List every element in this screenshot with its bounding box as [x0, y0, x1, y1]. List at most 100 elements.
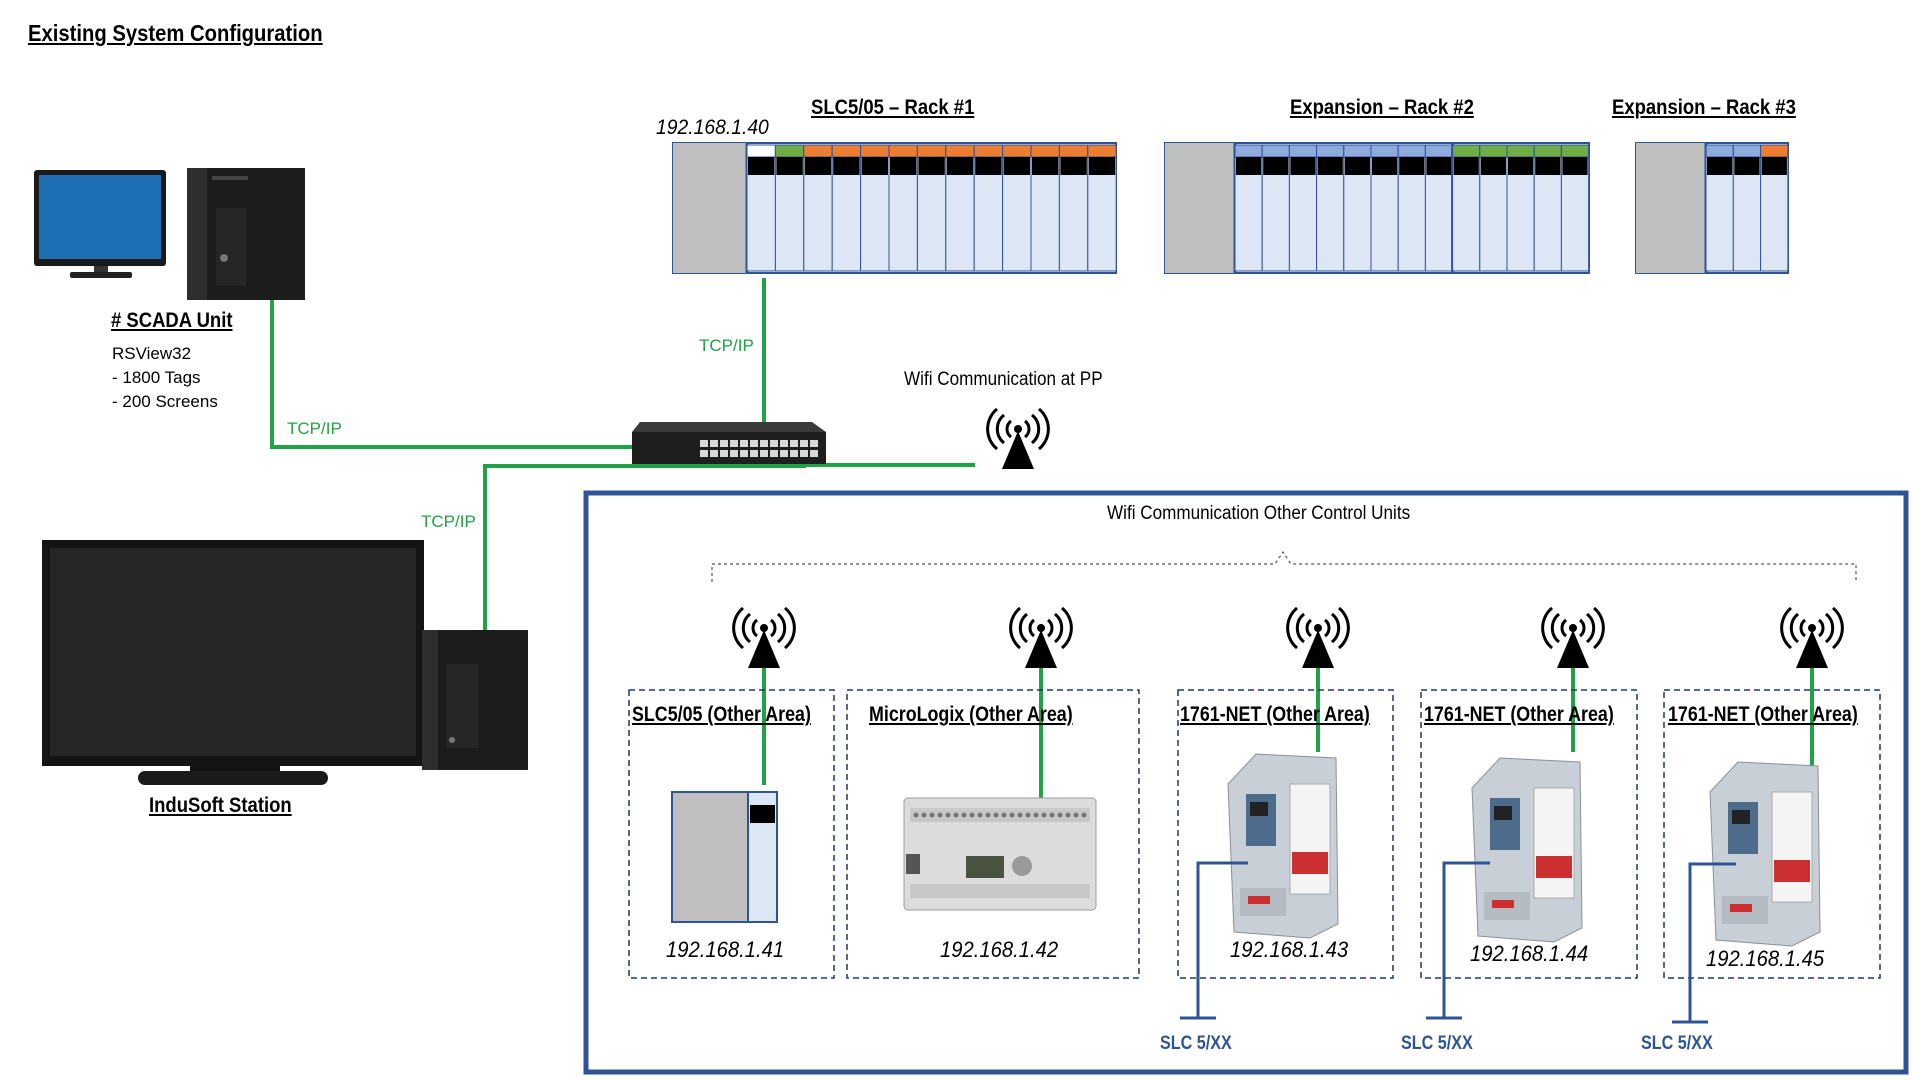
r1slots-slot — [916, 144, 947, 272]
switch-port — [780, 450, 788, 457]
terminal-screw — [969, 812, 975, 818]
terminal-screw — [1081, 812, 1087, 818]
r1slots-slot — [888, 144, 918, 272]
rack-1-label: SLC5/05 – Rack #1 — [811, 96, 975, 119]
scada-monitor-icon — [34, 170, 166, 278]
r3slots-slot — [1760, 144, 1789, 272]
wifi-other-label: Wifi Communication Other Control Units — [1107, 503, 1411, 524]
r2slots-slot — [1370, 144, 1399, 272]
scada-tower-icon — [187, 168, 305, 300]
terminal-screw — [993, 812, 999, 818]
r1slots-slot — [1058, 144, 1089, 272]
slc-link-label-3: SLC 5/XX — [1641, 1033, 1713, 1054]
switch-port — [750, 450, 758, 457]
terminal-screw — [1001, 812, 1007, 818]
slc505-module-icon — [671, 791, 778, 923]
wifi-antenna-unit-3-icon — [1286, 606, 1350, 670]
wifi-antenna-unit-4-icon — [1541, 606, 1605, 670]
terminal-screw — [961, 812, 967, 818]
terminal-screw — [985, 812, 991, 818]
switch-port — [780, 440, 788, 447]
unit-4-ip: 192.168.1.44 — [1470, 941, 1589, 966]
rack-1 — [672, 142, 1117, 274]
rack-3 — [1635, 142, 1789, 274]
r1slots-slot — [746, 144, 776, 272]
switch-port — [790, 440, 798, 447]
wifi-antenna-unit-5-icon — [1780, 606, 1844, 670]
unit-2-title: MicroLogix (Other Area) — [869, 703, 1073, 726]
terminal-screw — [1057, 812, 1063, 818]
unit-1-ip: 192.168.1.41 — [666, 937, 785, 962]
switch-port — [730, 450, 738, 457]
terminal-screw — [1033, 812, 1039, 818]
switch-port — [700, 440, 708, 447]
r2slots-slot — [1479, 144, 1508, 272]
page-title: Existing System Configuration — [28, 20, 323, 46]
net-1761-device-1-icon — [1227, 753, 1339, 939]
indusoft-station-title: InduSoft Station — [149, 794, 292, 817]
indusoft-tower-icon — [422, 630, 528, 770]
r1slots-slot — [945, 144, 975, 272]
terminal-screw — [977, 812, 983, 818]
switch-port — [730, 440, 738, 447]
indusoft-monitor-icon — [42, 540, 424, 785]
scada-screens: - 200 Screens — [112, 392, 218, 411]
unit-3-title: 1761-NET (Other Area) — [1180, 703, 1370, 726]
r2slots-slot — [1288, 144, 1318, 272]
scada-unit-title: # SCADA Unit — [111, 309, 233, 332]
r1slots-slot — [1087, 144, 1117, 272]
tcpip-label-indusoft: TCP/IP — [421, 512, 476, 531]
net-1761-device-3-icon — [1709, 761, 1821, 947]
switch-port — [790, 450, 798, 457]
terminal-screw — [929, 812, 935, 818]
terminal-screw — [945, 812, 951, 818]
r2slots-slot — [1316, 144, 1345, 272]
r2slots-slot — [1452, 144, 1481, 272]
r3slots-slot — [1705, 144, 1734, 272]
terminal-screw — [1041, 812, 1047, 818]
terminal-screw — [921, 812, 927, 818]
unit-3-ip: 192.168.1.43 — [1230, 937, 1349, 962]
r1slots-slot — [831, 144, 862, 272]
unit-5-title: 1761-NET (Other Area) — [1668, 703, 1858, 726]
unit-boxes — [628, 689, 1881, 979]
switch-port — [760, 440, 768, 447]
switch-port — [770, 450, 778, 457]
unit-5-ip: 192.168.1.45 — [1706, 946, 1825, 971]
switch-port — [800, 440, 808, 447]
terminal-screw — [1073, 812, 1079, 818]
terminal-screw — [1065, 812, 1071, 818]
rack-2 — [1164, 142, 1590, 274]
switch-port — [800, 450, 808, 457]
switch-port — [810, 450, 818, 457]
switch-port — [720, 440, 728, 447]
switch-port — [760, 450, 768, 457]
r1slots-slot — [803, 144, 833, 272]
rack-1-ip: 192.168.1.40 — [656, 116, 769, 139]
r1slots-slot — [774, 144, 805, 272]
wifi-units-frame — [583, 490, 1909, 1075]
r2slots-slot — [1506, 144, 1535, 272]
r2slots-slot — [1261, 144, 1290, 272]
tcpip-label-rack: TCP/IP — [699, 336, 754, 355]
rack-2-label: Expansion – Rack #2 — [1290, 96, 1474, 119]
wifi-pp-label: Wifi Communication at PP — [904, 369, 1103, 390]
r1slots-slot — [1002, 144, 1032, 272]
terminal-screw — [953, 812, 959, 818]
switch-port — [710, 440, 718, 447]
terminal-screw — [937, 812, 943, 818]
switch-port — [770, 440, 778, 447]
wifi-antenna-unit-1-icon — [732, 606, 796, 670]
r1slots-slot — [860, 144, 890, 272]
network-switch-icon — [632, 422, 826, 464]
scada-tags: - 1800 Tags — [112, 368, 201, 387]
r2slots-slot — [1397, 144, 1426, 272]
terminal-screw — [1017, 812, 1023, 818]
r2slots-slot — [1533, 144, 1562, 272]
switch-port — [810, 440, 818, 447]
net-1761-device-2-icon — [1471, 757, 1583, 943]
tcpip-label-scada: TCP/IP — [287, 419, 342, 438]
terminal-screw — [913, 812, 919, 818]
wifi-antenna-unit-2-icon — [1009, 606, 1073, 670]
